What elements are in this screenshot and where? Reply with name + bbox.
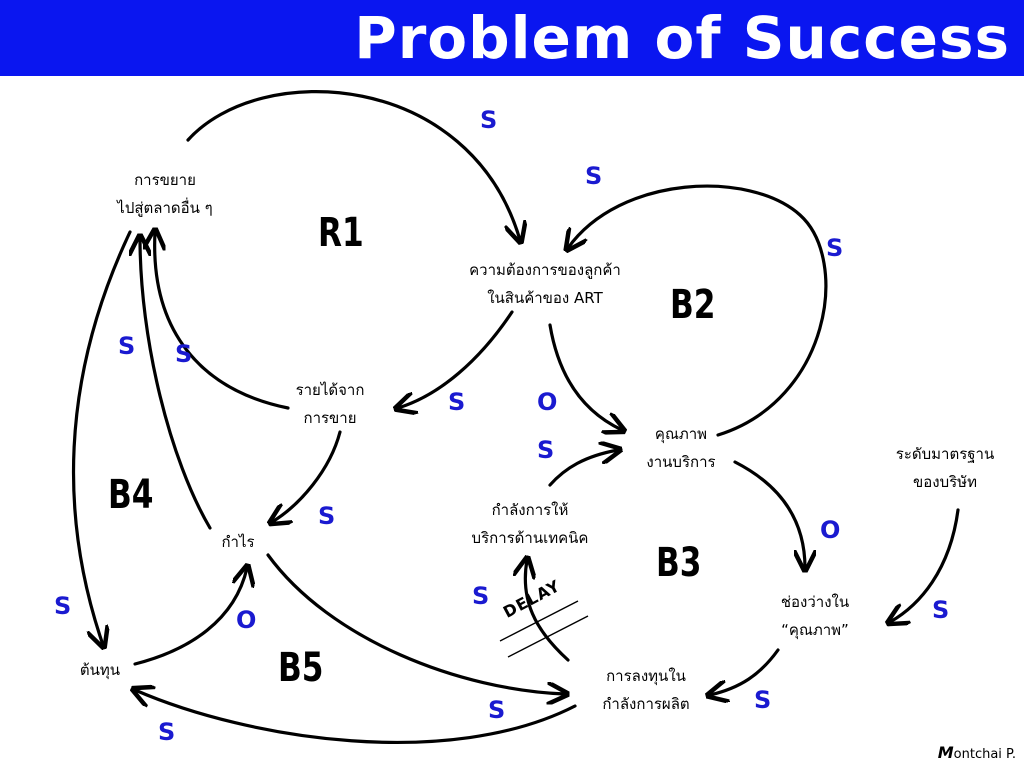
arrow-demand-to-quality <box>548 323 622 430</box>
polarity-s: S <box>585 162 604 190</box>
node-quality-gap: ช่องว่างใน “คุณภาพ” <box>780 593 850 639</box>
polarity-s: S <box>54 592 73 620</box>
arrow-quality-to-gap <box>733 460 805 568</box>
polarity-s: S <box>158 718 177 746</box>
loop-label-b3: B3 <box>656 540 702 586</box>
arrow-gap-to-investment <box>710 648 780 695</box>
arrow-demand-to-revenue <box>398 310 514 408</box>
node-service-quality: คุณภาพ งานบริการ <box>646 425 716 471</box>
loop-label-b4: B4 <box>108 472 154 518</box>
polarity-o: O <box>236 606 258 634</box>
arrow-quality-to-demand <box>568 184 828 437</box>
node-technical-capacity: กำลังการให้ บริการด้านเทคนิค <box>471 501 589 547</box>
polarity-s: S <box>480 106 499 134</box>
arrow-investment-to-tech <box>525 560 570 662</box>
loop-label-r1: R1 <box>318 210 364 256</box>
polarity-o: O <box>820 516 842 544</box>
polarity-s: S <box>826 234 845 262</box>
node-expansion: การขยาย ไปสู่ตลาดอื่น ๆ <box>117 171 213 217</box>
polarity-s: S <box>537 436 556 464</box>
arrow-revenue-to-profit <box>272 430 342 522</box>
title-bar: Problem of Success <box>0 0 1024 76</box>
polarity-s: S <box>472 582 491 610</box>
polarity-s: S <box>175 340 194 368</box>
arrow-expansion-to-cost <box>71 230 132 645</box>
polarity-o: O <box>537 388 559 416</box>
node-sales-revenue: รายได้จาก การขาย <box>295 381 365 427</box>
arrow-revenue-to-expansion <box>155 232 290 410</box>
node-profit: กำไร <box>221 533 255 551</box>
node-customer-demand: ความต้องการของลูกค้า ในสินค้าของ ART <box>469 261 621 307</box>
arrow-standard-to-gap <box>890 508 960 622</box>
arrow-cost-to-profit <box>133 568 247 666</box>
arrow-investment-to-cost <box>135 690 577 745</box>
polarity-s: S <box>932 596 951 624</box>
arrow-expansion-to-demand <box>186 90 520 240</box>
page-title: Problem of Success <box>354 4 1010 72</box>
arrow-tech-to-quality <box>548 450 618 487</box>
author-credit: Montchai P. <box>937 743 1016 762</box>
node-company-standard: ระดับมาตรฐาน ของบริษัท <box>895 445 995 491</box>
polarity-s: S <box>448 388 467 416</box>
polarity-s: S <box>318 502 337 530</box>
loop-label-b5: B5 <box>278 645 324 691</box>
polarity-s: S <box>118 332 137 360</box>
polarity-s: S <box>754 686 773 714</box>
loop-label-b2: B2 <box>670 282 716 328</box>
polarity-s: S <box>488 696 507 724</box>
arrow-profit-to-expansion <box>140 238 212 530</box>
node-cost: ต้นทุน <box>79 661 121 679</box>
node-capacity-investment: การลงทุนใน กำลังการผลิต <box>602 667 690 713</box>
arrow-profit-to-investment <box>266 553 565 694</box>
